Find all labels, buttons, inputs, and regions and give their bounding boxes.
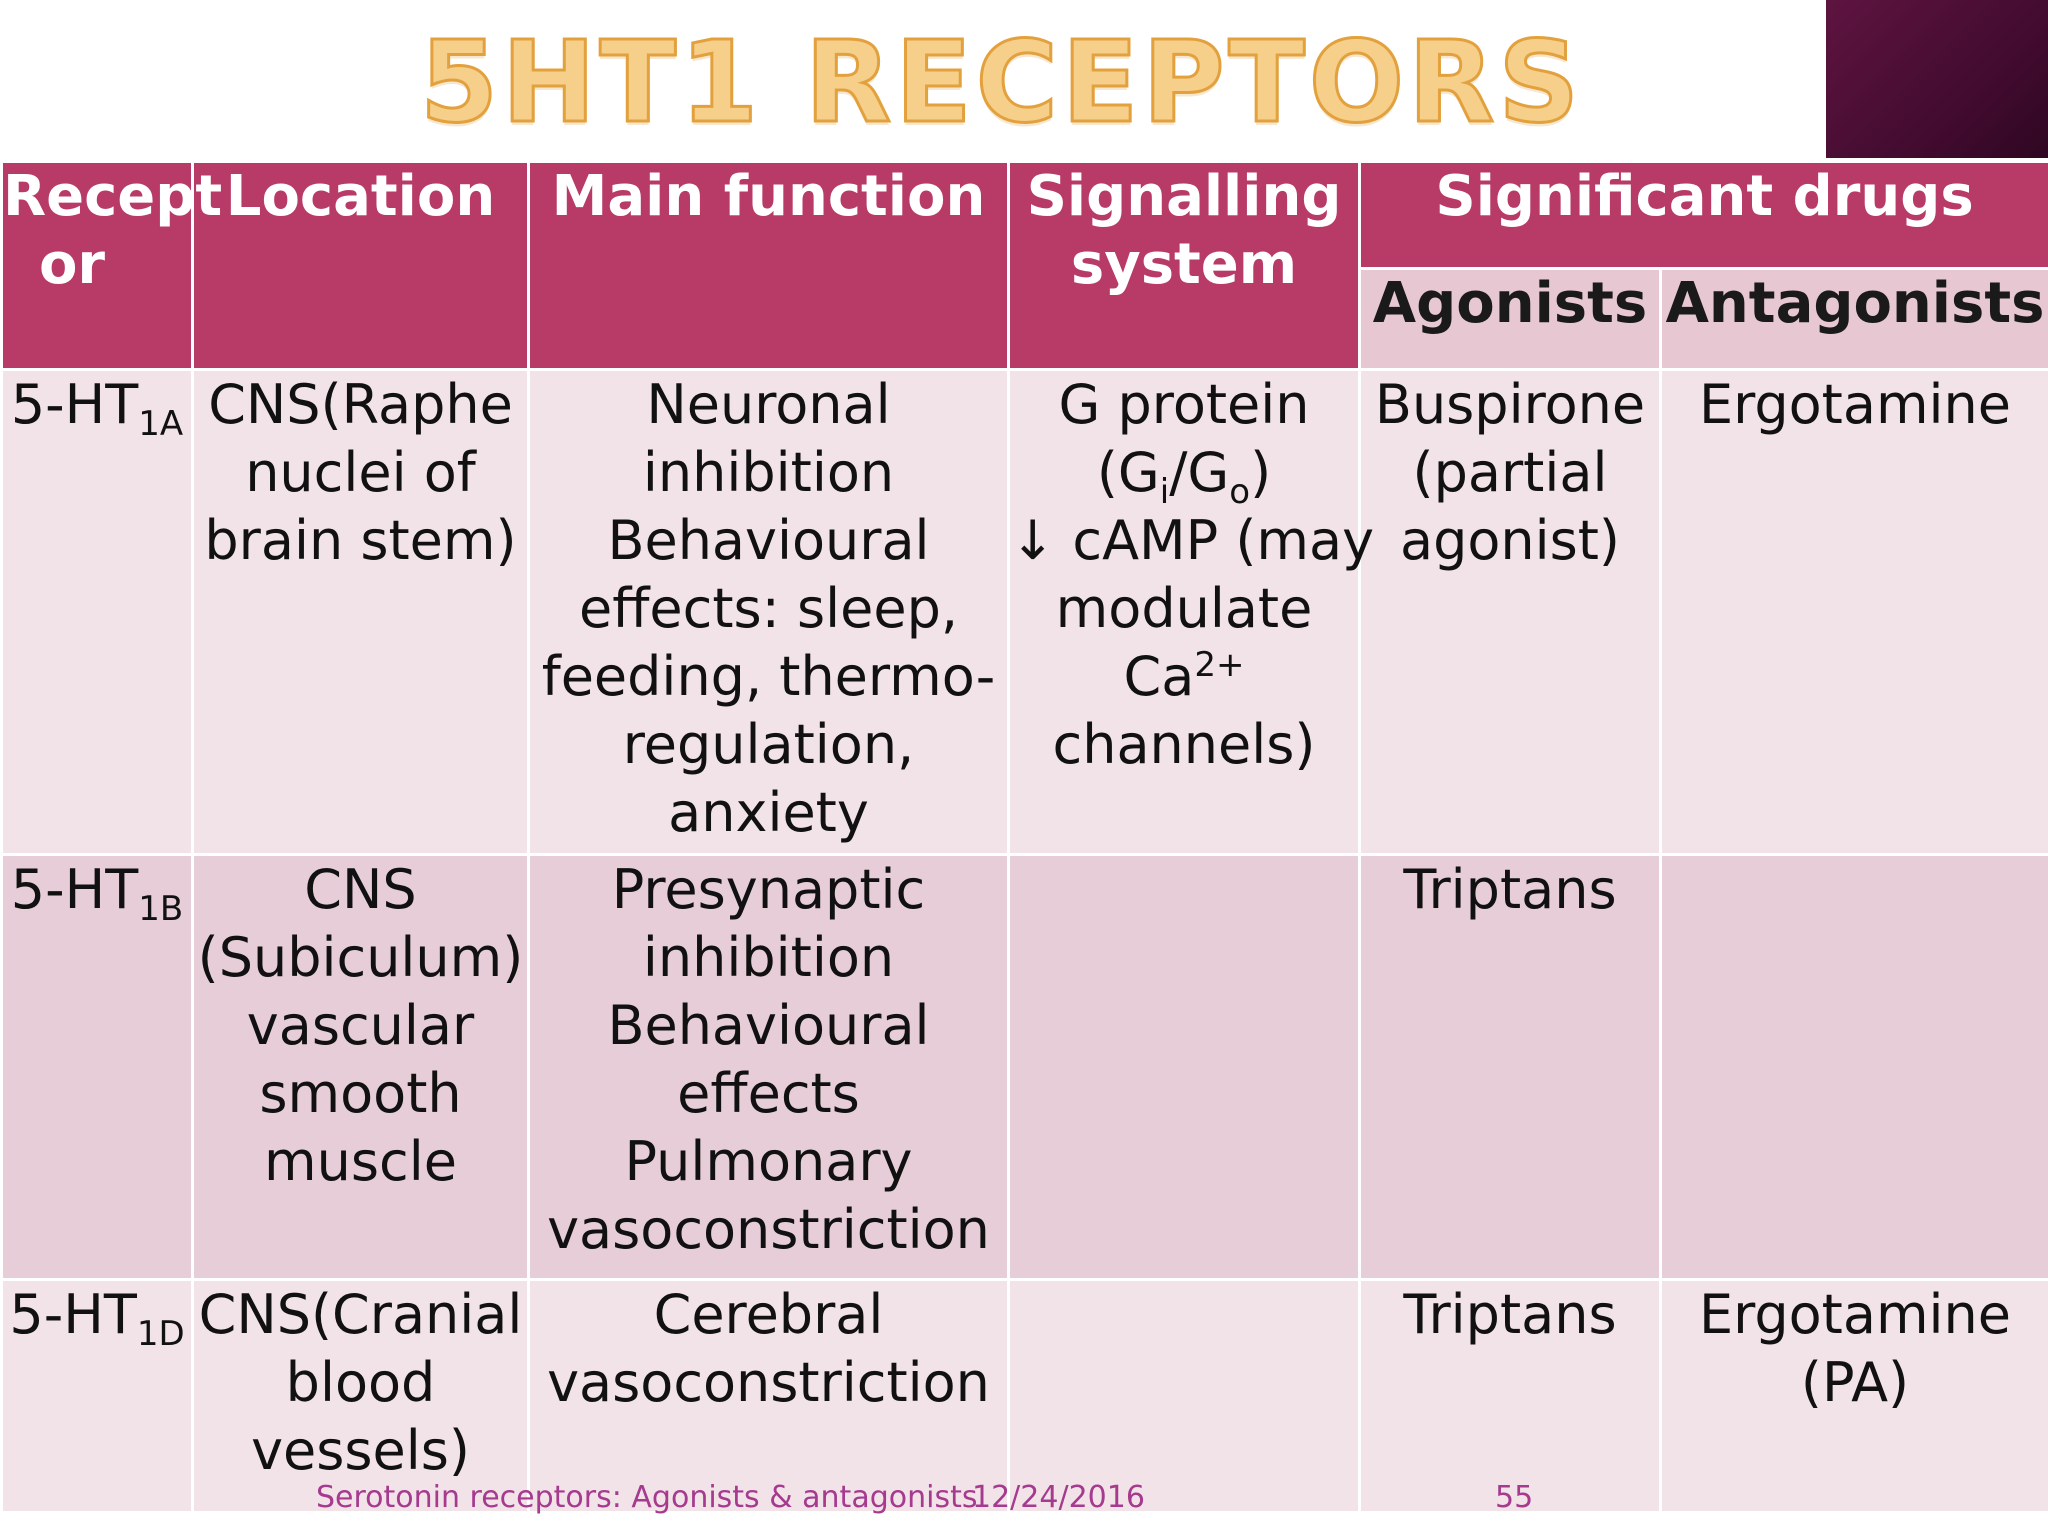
receptor-table: Recept or Location Main function Signall… xyxy=(0,160,2048,1514)
header-agonists: Agonists xyxy=(1361,270,1659,368)
signalling-cell xyxy=(1010,1281,1358,1511)
header-main-function: Main function xyxy=(530,163,1007,368)
main-function-cell: Cerebral vasoconstriction xyxy=(530,1281,1007,1511)
header-signalling: Signalling system xyxy=(1010,163,1358,368)
header-receptor-line-2: or xyxy=(38,232,106,297)
header-row: Recept or Location Main function Signall… xyxy=(3,163,2048,368)
header-significant-drugs: Significant drugs xyxy=(1361,163,2048,267)
header-signalling-line-2: system xyxy=(1070,232,1298,297)
signalling-cell xyxy=(1010,856,1358,1278)
main-function-cell: Presynaptic inhibition Behavioural effec… xyxy=(530,856,1007,1278)
corner-decoration xyxy=(1826,0,2048,158)
header-antagonists: Antagonists xyxy=(1662,270,2048,368)
receptor-cell: 5-HT1D xyxy=(3,1281,191,1511)
signalling-cell: G protein (Gi/Go) ↓ cAMP (may modulate C… xyxy=(1010,371,1374,853)
agonists-cell: Buspirone (partial agonist) xyxy=(1361,371,1659,853)
table-row: 5-HT1B CNS (Subiculum) vascular smooth m… xyxy=(3,856,2048,1278)
agonists-cell: Triptans xyxy=(1361,856,1659,1278)
header-signalling-line-1: Signalling xyxy=(1026,164,1342,229)
antagonists-cell: Ergotamine xyxy=(1662,371,2048,853)
header-receptor-line-1: Recept xyxy=(3,164,223,229)
main-function-cell: Neuronal inhibition Behavioural effects:… xyxy=(530,371,1007,853)
table-row: 5-HT1D CNS(Cranial blood vessels) Cerebr… xyxy=(3,1281,2048,1511)
header-location: Location xyxy=(194,163,527,368)
location-cell: CNS(Raphe nuclei of brain stem) xyxy=(194,371,527,853)
location-cell: CNS (Subiculum) vascular smooth muscle xyxy=(194,856,527,1278)
receptor-cell: 5-HT1B xyxy=(3,856,191,1278)
antagonists-cell xyxy=(1662,856,2048,1278)
footer-caption: Serotonin receptors: Agonists & antagoni… xyxy=(316,1480,978,1515)
subheader-row: Agonists Antagonists xyxy=(3,270,2048,368)
slide-title: 5HT1 RECEPTORS xyxy=(419,17,1584,150)
receptor-cell: 5-HT1A xyxy=(3,371,191,853)
location-cell: CNS(Cranial blood vessels) xyxy=(194,1281,527,1511)
table-row: 5-HT1A CNS(Raphe nuclei of brain stem) N… xyxy=(3,371,2048,853)
header-receptor: Recept or xyxy=(3,163,223,368)
agonists-cell: Triptans xyxy=(1361,1281,1659,1511)
footer-date: 12/24/2016 xyxy=(972,1480,1145,1515)
footer-page-number: 55 xyxy=(1495,1480,1534,1515)
antagonists-cell: Ergotamine (PA) xyxy=(1662,1281,2048,1511)
